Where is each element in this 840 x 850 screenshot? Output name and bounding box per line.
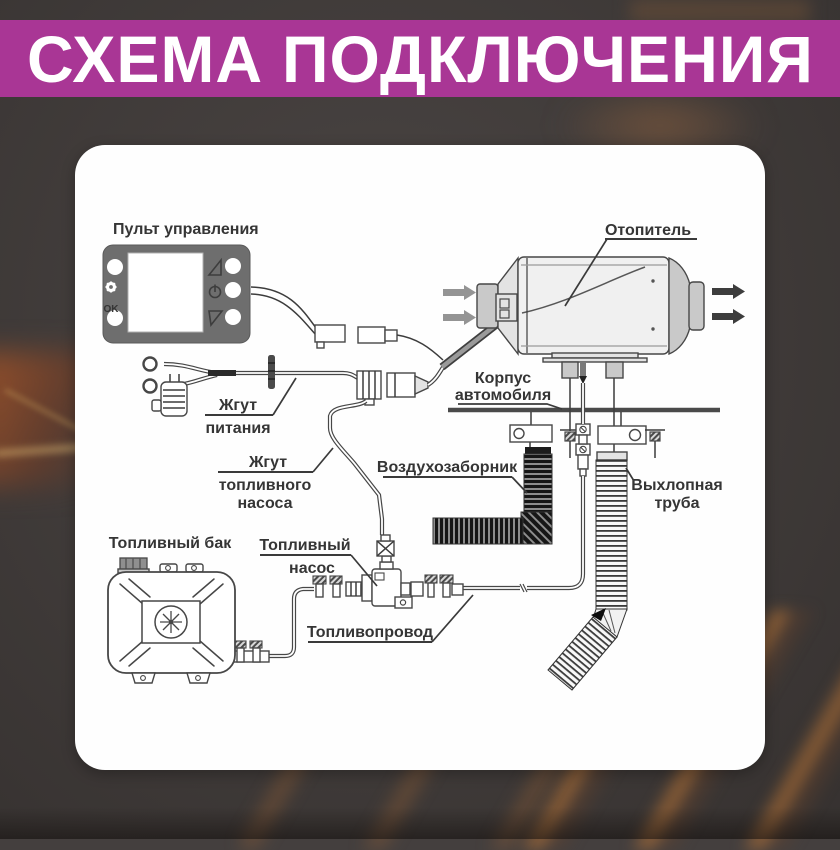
ok-button-label: OK [104, 304, 120, 315]
exhaust-label-1: Выхлопная [631, 477, 722, 494]
heater-label: Отопитель [605, 222, 691, 239]
triangle-up-icon [207, 257, 222, 276]
heater-flow-arrows [443, 284, 745, 325]
outlet-arrow [712, 313, 733, 320]
fuel-stub [580, 362, 586, 376]
triangle-down-icon [208, 310, 224, 327]
power-harness [142, 355, 447, 417]
exhaust-pipe: Выхлопная труба [547, 451, 723, 691]
grommet [268, 355, 275, 389]
tank-bottom-tabs [131, 672, 211, 684]
heater-left-cap [476, 283, 499, 329]
heater-connector-port [495, 293, 518, 322]
inlet-arrow [443, 289, 464, 296]
power-harness-label-1: Жгут [218, 397, 257, 414]
panel-display [127, 252, 204, 333]
fuse-holder [151, 374, 188, 417]
connector-socket [357, 326, 386, 344]
outlet-arrow [712, 288, 733, 295]
power-icon [208, 284, 222, 299]
heater [476, 255, 705, 384]
connector-socket [384, 329, 398, 342]
power-harness-label-group: Жгут питания [205, 377, 297, 437]
intake-elbow [520, 511, 553, 545]
bolt-right [645, 429, 665, 458]
exhaust-tube-vertical [595, 459, 628, 611]
control-panel-label: Пульт управления [113, 221, 259, 238]
tank-emblem [154, 605, 188, 639]
intake-tube-horizontal [432, 517, 524, 545]
bottom-shade [0, 807, 840, 839]
air-intake: Воздухозаборник [377, 447, 553, 545]
panel-wires [250, 286, 444, 361]
ring-terminal [142, 378, 158, 394]
heater-body [517, 256, 670, 355]
fuel-pump-label-2: насос [289, 560, 335, 577]
exhaust-tube-diagonal [547, 616, 618, 691]
tank-rib-pattern [119, 578, 224, 667]
connector-plug [314, 324, 346, 343]
fuel-tank-label: Топливный бак [109, 535, 232, 552]
intake-tube-vertical [523, 453, 553, 515]
heater-label-group: Отопитель [564, 222, 697, 307]
fuel-line-clamps [575, 423, 591, 477]
fuel-pump: Топливный насос [259, 534, 464, 609]
gear-icon [105, 281, 117, 293]
heater-right-taper [668, 256, 691, 356]
tank-feed-line [232, 586, 314, 663]
pump-harness-label-1: Жгут [248, 454, 287, 471]
pump-top-connector [376, 534, 395, 570]
diagram-card: Пульт управления OK [75, 145, 765, 770]
tank-cap [117, 557, 150, 574]
heater-seam [521, 266, 646, 314]
panel-button [225, 282, 241, 298]
fuel-tank: Топливный бак [107, 535, 236, 684]
car-body-label-2: автомобиля [455, 387, 551, 404]
car-body: Корпус автомобиля [448, 370, 720, 413]
heater-mount-flange [542, 352, 648, 384]
ring-terminal [142, 356, 158, 372]
fuel-line: Топливопровод [307, 383, 586, 643]
fuel-line-label: Топливопровод [307, 624, 433, 641]
fuel-pump-label-1: Топливный [259, 537, 350, 554]
tank-top-tabs [159, 563, 204, 573]
air-intake-label: Воздухозаборник [377, 459, 518, 476]
mount-bracket-left [509, 424, 553, 443]
pump-outlet-fittings [400, 574, 464, 598]
exhaust-cap [596, 451, 628, 461]
pump-harness-label-group: Жгут топливного насоса [218, 447, 334, 512]
pump-harness-label-2: топливного [219, 477, 312, 494]
pump-harness-label-3: насоса [237, 495, 292, 512]
tank-outlet-fittings [232, 640, 270, 663]
page-title: СХЕМА ПОДКЛЮЧЕНИЯ [26, 21, 814, 96]
exhaust-stub [605, 361, 624, 379]
title-banner: СХЕМА ПОДКЛЮЧЕНИЯ [0, 20, 840, 97]
wiring-diagram: Пульт управления OK [102, 221, 745, 691]
mount-bracket-right [597, 425, 647, 445]
panel-button [107, 259, 123, 275]
inlet-arrow [443, 314, 464, 321]
heater-right-cap [688, 281, 705, 331]
exhaust-label-2: труба [654, 495, 699, 512]
car-body-label-1: Корпус [475, 370, 531, 387]
panel-button [225, 309, 241, 325]
control-panel: Пульт управления OK [102, 221, 259, 344]
panel-button [225, 258, 241, 274]
power-harness-label-2: питания [205, 420, 270, 437]
intake-stub [561, 361, 579, 379]
panel-button [107, 310, 123, 326]
connector-tab [316, 341, 325, 349]
intake-cap [525, 447, 551, 454]
main-connector-pair [356, 370, 429, 406]
pump-bracket [394, 596, 413, 609]
fuel-pump-harness [327, 399, 385, 535]
